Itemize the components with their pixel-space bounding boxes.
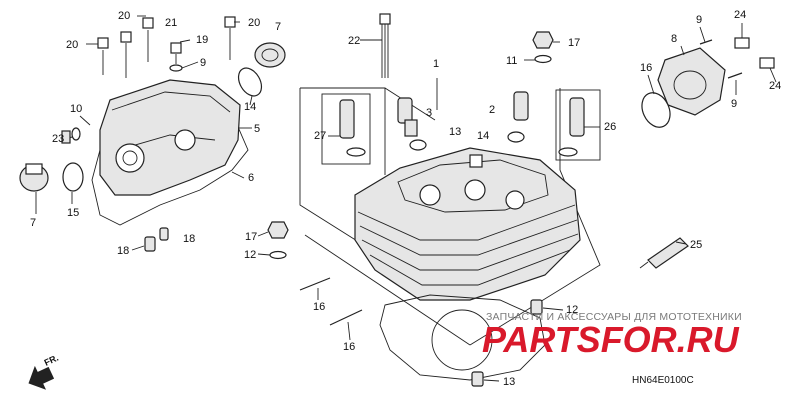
callout-18b: 18 xyxy=(183,233,195,245)
cylinder-head-cover xyxy=(19,16,286,252)
dowel-pin-12-icon xyxy=(530,299,543,315)
arrow-icon xyxy=(28,365,55,390)
callout-25: 25 xyxy=(690,239,702,251)
callout-6: 6 xyxy=(248,172,254,184)
bolt-24b-icon xyxy=(759,57,775,69)
callout-23: 23 xyxy=(52,133,64,145)
diagram-code: HN64E0100C xyxy=(632,375,694,386)
callout-7b: 7 xyxy=(30,217,36,229)
stud-16a-icon xyxy=(299,277,331,291)
plug-7-icon xyxy=(254,42,286,68)
callout-16b: 16 xyxy=(343,341,355,353)
stud-16b-icon xyxy=(329,309,363,326)
callout-5: 5 xyxy=(254,123,260,135)
direction-label: FR. xyxy=(43,353,60,368)
callout-19: 19 xyxy=(196,34,208,46)
callout-8: 8 xyxy=(671,33,677,45)
callout-3: 3 xyxy=(426,107,432,119)
washer-11-icon xyxy=(534,54,552,64)
dowel-pin-18-icon xyxy=(144,236,156,252)
callout-21: 21 xyxy=(165,17,177,29)
callout-14b: 15 xyxy=(67,207,79,219)
callout-7a: 7 xyxy=(275,21,281,33)
nut-17-icon xyxy=(532,31,554,49)
callout-11b: 12 xyxy=(244,249,256,261)
callout-1: 1 xyxy=(433,58,439,70)
callout-20a: 20 xyxy=(118,10,130,22)
callout-13a: 13 xyxy=(449,126,461,138)
front-direction-arrow: FR. xyxy=(28,353,60,390)
callout-9b: 9 xyxy=(731,98,737,110)
carburetor-insulator xyxy=(641,37,775,128)
callout-12a: 12 xyxy=(566,304,578,316)
callout-24b: 24 xyxy=(769,80,781,92)
valve-guide-3-icon xyxy=(397,97,413,124)
callout-14a: 14 xyxy=(244,101,256,113)
callout-24a: 24 xyxy=(734,9,746,21)
leader-lines xyxy=(35,15,777,382)
callout-15: 16 xyxy=(640,62,652,74)
head-body-1 xyxy=(354,147,581,301)
callout-17a: 17 xyxy=(568,37,580,49)
head-gasket xyxy=(379,294,546,381)
callout-22: 22 xyxy=(348,35,360,47)
callout-18a: 18 xyxy=(117,245,129,257)
stud-bolt-22-icon xyxy=(379,13,391,25)
o-ring-14-left-icon xyxy=(62,162,84,192)
o-ring-15-icon xyxy=(641,92,671,128)
callout-10b: 10 xyxy=(70,103,82,115)
callout-labels: 20 21 20 7 20 19 9 14 10 5 23 6 7 15 18 … xyxy=(30,9,781,388)
watermark-brand: PARTSFOR.RU xyxy=(482,319,740,360)
callout-20c: 20 xyxy=(248,17,260,29)
callout-11a: 11 xyxy=(506,55,517,67)
watermark: ЗАПЧАСТИ И АКСЕССУАРЫ ДЛЯ МОТОТЕХНИКИ PA… xyxy=(482,311,742,360)
valve-set-box-26 xyxy=(555,89,601,161)
callout-12b: 13 xyxy=(503,376,515,388)
cylinder-head xyxy=(267,13,689,387)
o-ring-14-icon xyxy=(237,67,263,97)
callout-13b: 14 xyxy=(477,130,489,142)
callout-10a: 9 xyxy=(200,57,206,69)
spark-plug-25-icon xyxy=(647,237,689,269)
callout-26: 26 xyxy=(604,121,616,133)
callout-2: 2 xyxy=(489,104,495,116)
callout-20b: 20 xyxy=(66,39,78,51)
callout-16a: 16 xyxy=(313,301,325,313)
callout-9a: 9 xyxy=(696,14,702,26)
bolt-20a-icon xyxy=(97,37,109,49)
valve-guide-2-icon xyxy=(513,91,529,121)
valve-set-box-27 xyxy=(321,93,371,165)
watermark-tagline: ЗАПЧАСТИ И АКСЕССУАРЫ ДЛЯ МОТОТЕХНИКИ xyxy=(486,311,742,323)
callout-17b: 17 xyxy=(245,231,257,243)
callout-27: 27 xyxy=(314,130,326,142)
bolt-24a-icon xyxy=(734,37,750,49)
insulator-8 xyxy=(657,47,726,116)
